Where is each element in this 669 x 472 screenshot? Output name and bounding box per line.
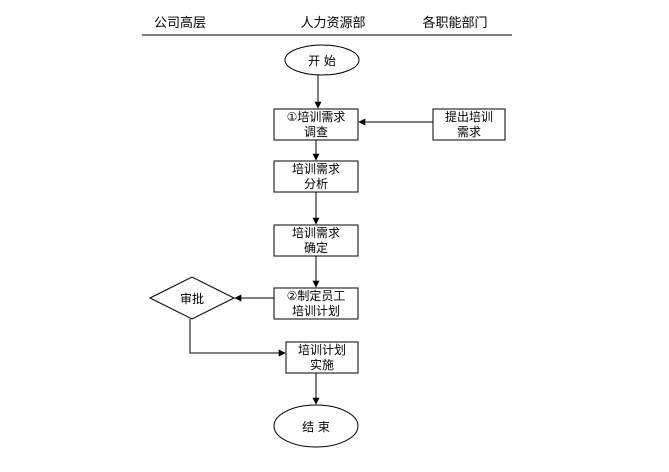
lane-title-executives: 公司高层 [154,15,206,31]
propose-needs-line-2: 需求 [457,125,481,139]
start-label: 开 始 [308,54,336,68]
implement-line-2: 实施 [310,357,334,372]
needs-survey-line-1: ①培训需求 [287,109,346,124]
needs-survey-line-2: 调查 [304,125,328,139]
propose-needs-box: 提出培训 需求 [432,108,506,141]
make-plan-line-1: ②制定员工 [287,288,346,303]
arrow-approve-to-implement [189,319,286,357]
needs-confirm-box: 培训需求 确定 [273,224,359,257]
needs-survey-box: ①培训需求 调查 [273,108,359,141]
needs-analysis-line-1: 培训需求 [292,161,340,176]
lane-title-departments: 各职能部门 [422,15,487,31]
lane-title-hr: 人力资源部 [300,16,365,31]
needs-confirm-line-1: 培训需求 [292,225,340,240]
needs-analysis-line-2: 分析 [304,177,328,191]
end-label: 结 束 [302,420,330,434]
propose-needs-line-1: 提出培训 [445,109,493,124]
make-plan-box: ②制定员工 培训计划 [273,287,359,320]
end-terminal: 结 束 [273,404,359,448]
implement-box: 培训计划 实施 [285,341,359,374]
implement-line-1: 培训计划 [298,342,346,357]
approve-label: 审批 [180,291,204,306]
needs-confirm-line-2: 确定 [304,240,328,255]
make-plan-line-2: 培训计划 [292,303,340,318]
approve-decision: 审批 [148,276,236,320]
needs-analysis-box: 培训需求 分析 [273,160,359,193]
start-terminal: 开 始 [284,44,360,76]
